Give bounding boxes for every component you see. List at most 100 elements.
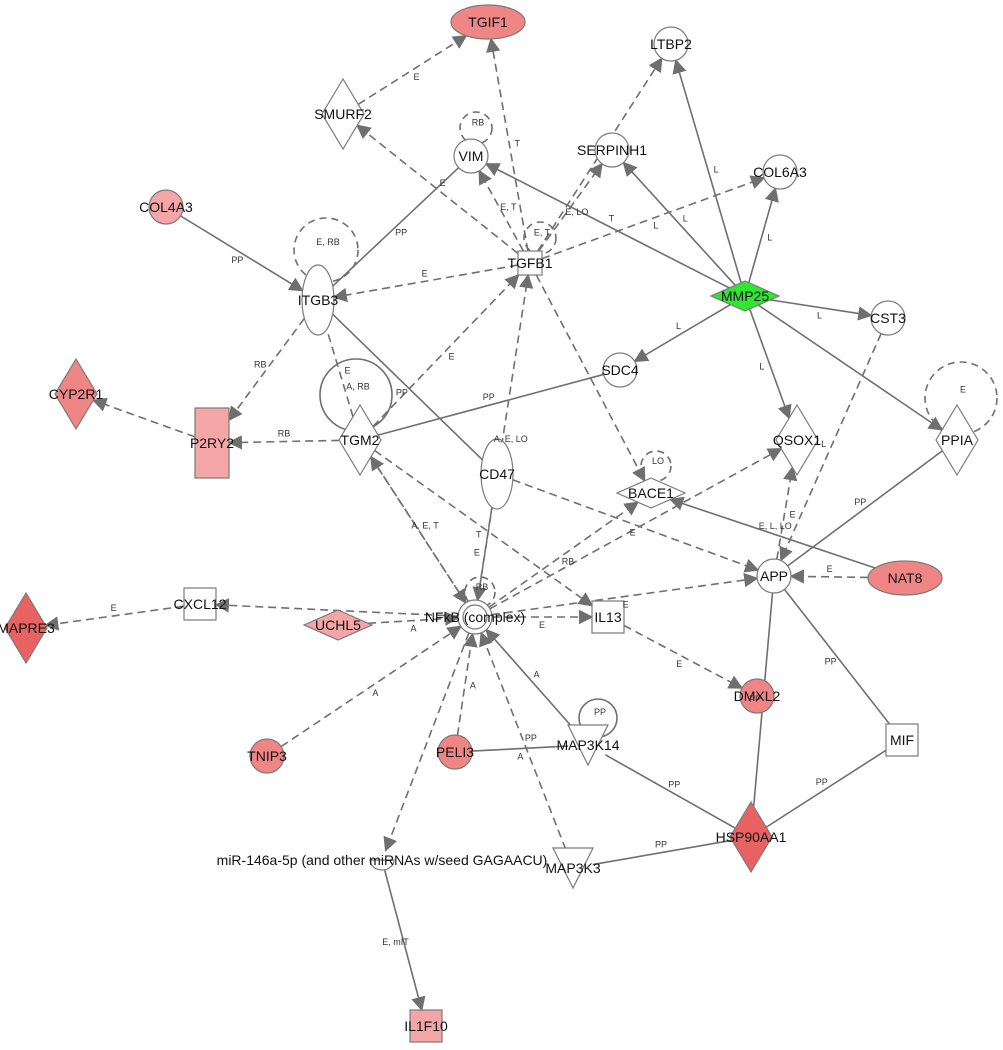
node-shape-ltbp2 xyxy=(653,26,689,62)
edge-label-mif-hsp90aa1: PP xyxy=(816,777,828,787)
node-label-col6a3: COL6A3 xyxy=(753,164,807,180)
node-shape-cyp2r1 xyxy=(54,357,98,431)
self-loop-label-ppia: E xyxy=(960,385,966,395)
node-cxcl12[interactable]: CXCL12 xyxy=(174,587,227,621)
node-tgif1[interactable]: TGIF1 xyxy=(450,4,526,40)
edge-label-tgfb1-tgif1: T xyxy=(515,139,521,149)
edge-hsp90aa1-to-map3k14 xyxy=(605,754,736,829)
node-label-serpinh1: SERPINH1 xyxy=(577,142,647,158)
edge-nfkb-to-bace1 xyxy=(488,501,640,608)
node-label-bace1: BACE1 xyxy=(628,485,674,501)
edge-tgfb1-to-itgb3 xyxy=(332,264,519,303)
edge-label-mir146-il1f10: E, mIT xyxy=(382,937,409,947)
self-loop-label-nfkb: RB xyxy=(476,582,489,592)
node-col6a3[interactable]: COL6A3 xyxy=(753,154,807,190)
edge-map3k14-to-nfkb xyxy=(485,628,576,731)
node-cd47[interactable]: CD47 xyxy=(479,438,515,510)
node-ppia[interactable]: PPIA xyxy=(935,403,979,477)
edge-label-cxcl12-mapre3: E xyxy=(111,603,117,613)
edge-tnip3-to-nfkb xyxy=(280,625,463,748)
node-shape-itgb3 xyxy=(301,264,335,336)
node-shape-cst3 xyxy=(870,300,906,336)
node-tnip3[interactable]: TNIP3 xyxy=(247,738,287,774)
edge-label-sdc4-tgm2: PP xyxy=(483,392,495,402)
edge-label-tgfb1-itgb3: E xyxy=(422,268,428,278)
node-tgm2[interactable]: TGM2 xyxy=(338,403,382,477)
node-peli3[interactable]: PELI3 xyxy=(436,734,474,770)
node-label-col4a3: COL4A3 xyxy=(139,199,193,215)
node-il13[interactable]: IL13 xyxy=(591,600,625,634)
node-shape-p2ry2 xyxy=(194,407,230,479)
node-app[interactable]: APP xyxy=(756,558,792,594)
node-hsp90aa1[interactable]: HSP90AA1 xyxy=(716,800,787,874)
node-ltbp2[interactable]: LTBP2 xyxy=(650,26,692,62)
node-map3k3[interactable]: MAP3K3 xyxy=(545,847,601,890)
node-shape-cd47 xyxy=(480,438,514,510)
node-map3k14[interactable]: MAP3K14 xyxy=(556,724,620,767)
node-tgfb1[interactable]: TGFB1 xyxy=(507,250,553,276)
edge-cd47-to-app xyxy=(512,479,760,573)
node-cyp2r1[interactable]: CYP2R1 xyxy=(49,357,104,431)
edge-label-mmp25-qsox1: L xyxy=(759,361,764,371)
edge-label-map3k3-nfkb: PP xyxy=(525,733,537,743)
edge-map3k3-to-nfkb xyxy=(479,631,567,850)
node-itgb3[interactable]: ITGB3 xyxy=(298,264,339,336)
self-loop-label-tgm2: A, RB xyxy=(346,382,370,392)
node-shape-qsox1 xyxy=(775,403,819,477)
edge-label-peli3-nfkb: A xyxy=(470,681,476,691)
node-label-smurf2: SMURF2 xyxy=(314,106,372,122)
node-mmp25[interactable]: MMP25 xyxy=(709,280,781,312)
node-label-hsp90aa1: HSP90AA1 xyxy=(716,829,787,845)
node-label-tnip3: TNIP3 xyxy=(247,748,287,764)
node-col4a3[interactable]: COL4A3 xyxy=(139,189,193,225)
node-cst3[interactable]: CST3 xyxy=(870,300,906,336)
node-il1f10[interactable]: IL1F10 xyxy=(404,1009,448,1043)
node-mir146[interactable]: miR-146a-5p (and other miRNAs w/seed GAG… xyxy=(217,852,548,871)
edge-label-nfkb-bace1: RB xyxy=(562,556,575,566)
node-shape-il1f10 xyxy=(409,1009,443,1043)
edge-app-to-mif xyxy=(783,588,891,725)
node-sdc4[interactable]: SDC4 xyxy=(601,352,639,388)
node-label-map3k14: MAP3K14 xyxy=(556,737,619,753)
self-loop-label-map3k14: PP xyxy=(594,707,606,717)
node-nat8[interactable]: NAT8 xyxy=(867,560,943,596)
node-qsox1[interactable]: QSOX1 xyxy=(773,403,821,477)
node-shape-tgif1 xyxy=(450,4,526,40)
edge-label-hsp90aa1-map3k3: PP xyxy=(655,840,667,850)
edge-label-app-hsp90aa1: PP xyxy=(749,694,761,704)
edge-tgfb1-to-serpinh1 xyxy=(538,162,603,252)
node-mif[interactable]: MIF xyxy=(885,723,919,757)
node-label-cd47: CD47 xyxy=(479,466,515,482)
edge-tgm2-to-itgb3 xyxy=(326,329,354,417)
edge-label-app-qsox1: E xyxy=(789,510,795,520)
edge-itgb3-to-p2ry2 xyxy=(228,317,306,422)
node-shape-smurf2 xyxy=(321,77,365,151)
node-bace1[interactable]: BACE1 xyxy=(615,477,687,509)
node-label-vim: VIM xyxy=(459,148,484,164)
node-vim[interactable]: VIM xyxy=(453,138,489,174)
node-nfkb[interactable]: NFkB (complex) xyxy=(425,599,525,635)
self-loop-label-itgb3: E, RB xyxy=(316,237,340,247)
node-shape-nat8 xyxy=(867,560,943,596)
edge-label-nfkb-il13: E xyxy=(539,620,545,630)
node-uchl5[interactable]: UCHL5 xyxy=(302,609,374,641)
edge-tgm2-to-nfkb xyxy=(370,456,467,604)
edge-itgb3-to-vim xyxy=(332,167,460,287)
edge-label-tgfb1-serpinh1: E, LO xyxy=(565,207,588,217)
node-smurf2[interactable]: SMURF2 xyxy=(314,77,372,151)
node-mapre3[interactable]: MAPRE3 xyxy=(0,591,55,665)
self-loop-label-vim: RB xyxy=(472,118,485,128)
node-label-uchl5: UCHL5 xyxy=(315,617,361,633)
node-serpinh1[interactable]: SERPINH1 xyxy=(577,132,647,168)
node-shape-nfkb xyxy=(462,604,488,630)
node-label-cst3: CST3 xyxy=(870,310,906,326)
edge-app-to-qsox1 xyxy=(776,465,798,560)
node-dmxl2[interactable]: DMXL2 xyxy=(734,678,781,714)
edge-itgb3-to-cd47 xyxy=(332,313,483,461)
node-shape-tnip3 xyxy=(249,738,285,774)
edge-label-tgm2-itgb3: E xyxy=(345,366,351,376)
edge-ppia-to-app xyxy=(787,450,943,567)
edge-mmp25-to-ltbp2 xyxy=(672,58,742,283)
node-p2ry2[interactable]: P2RY2 xyxy=(190,407,234,479)
